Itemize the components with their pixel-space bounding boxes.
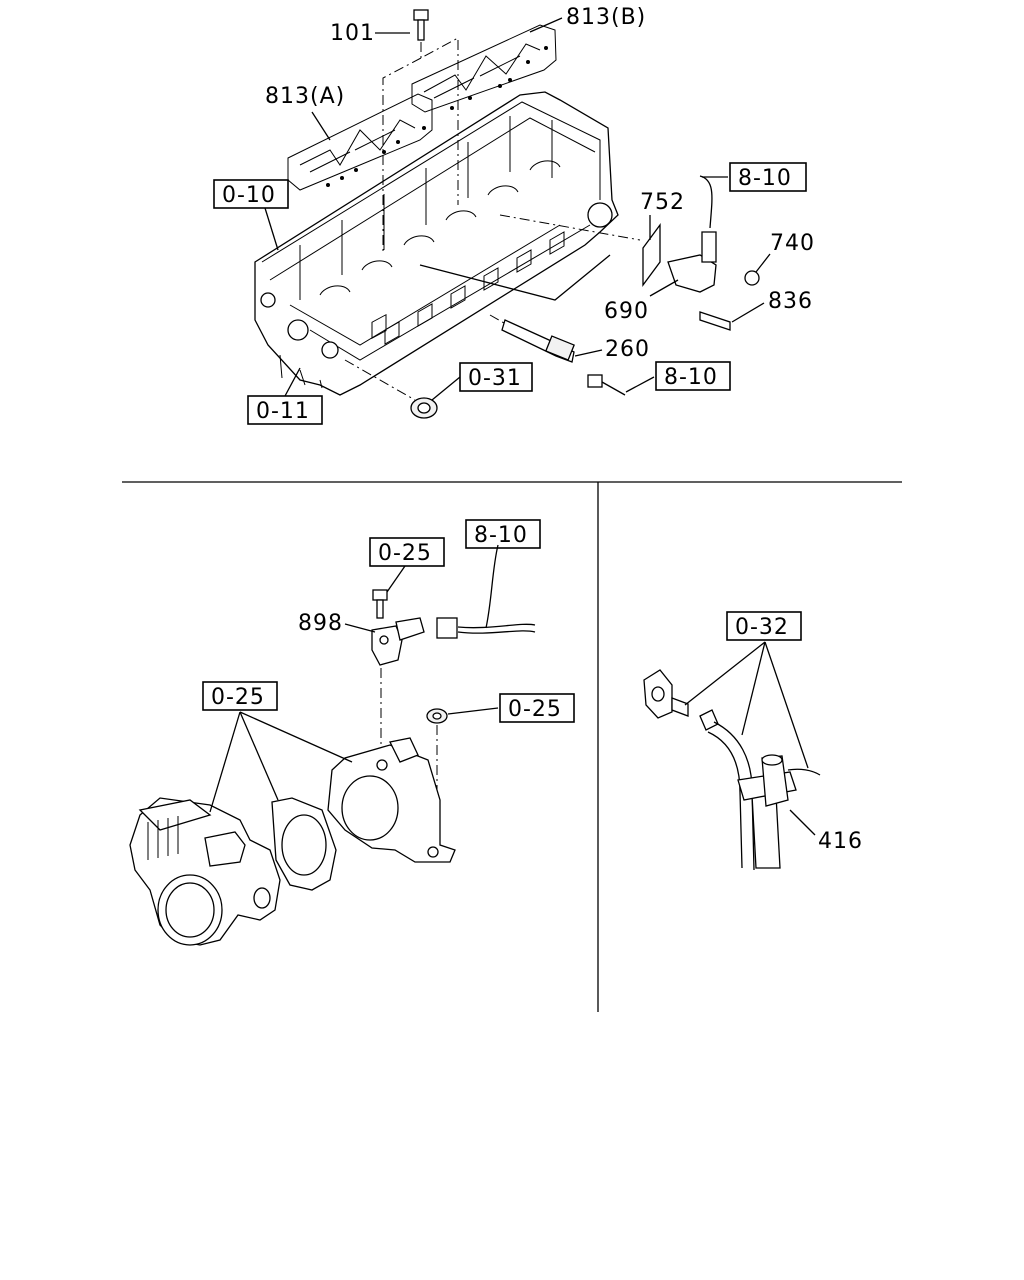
ref-0-25-nut: 0-25 (508, 697, 562, 722)
label-752: 752 (640, 190, 685, 215)
ref-box-8-10-upper (729, 162, 807, 192)
ref-8-10-lower: 8-10 (664, 365, 718, 390)
harness-connector-bl (436, 544, 536, 639)
label-260: 260 (605, 337, 650, 362)
bolt-101 (382, 9, 459, 255)
cylinder-head (254, 91, 619, 396)
pipe-assembly (643, 669, 821, 871)
intake-ports (371, 231, 565, 345)
label-690: 690 (604, 299, 649, 324)
ref-box-0-25-bolt (369, 537, 445, 567)
label-740: 740 (770, 231, 815, 256)
ref-0-25-bolt: 0-25 (378, 541, 432, 566)
label-813a: 813(A) (265, 84, 345, 109)
throttle-gasket (271, 797, 337, 891)
label-836: 836 (768, 289, 813, 314)
gasket-a (287, 93, 433, 191)
ref-box-8-10-lower (655, 361, 731, 391)
ref-box-0-25-throttle (202, 681, 278, 711)
cam-journals (289, 116, 591, 361)
ref-box-0-25-nut (499, 693, 575, 723)
bolt-898 (372, 589, 388, 619)
cylinder-head-assembly (254, 91, 619, 396)
throttle-body (129, 797, 281, 946)
ref-0-11: 0-11 (256, 399, 310, 424)
ref-box-8-10-bl (465, 519, 541, 549)
label-813b: 813(B) (566, 5, 646, 30)
sensor-898 (371, 617, 425, 750)
ref-0-32: 0-32 (735, 615, 789, 640)
harness-connector-lower (587, 374, 626, 396)
label-101: 101 (330, 21, 375, 46)
plug-0-31 (410, 397, 438, 419)
ref-box-0-10 (213, 179, 289, 209)
ref-8-10-bl: 8-10 (474, 523, 528, 548)
ref-0-25-throttle: 0-25 (211, 685, 265, 710)
ref-8-10-upper: 8-10 (738, 166, 792, 191)
nut-0-25 (426, 708, 448, 800)
ref-0-31: 0-31 (468, 366, 522, 391)
intake-flange (327, 737, 456, 863)
ref-box-0-32 (726, 611, 802, 641)
label-898: 898 (298, 611, 343, 636)
ref-0-10: 0-10 (222, 183, 276, 208)
label-416: 416 (818, 829, 863, 854)
glow-plug-260 (501, 319, 575, 363)
sensor-assembly-690 (642, 175, 760, 331)
